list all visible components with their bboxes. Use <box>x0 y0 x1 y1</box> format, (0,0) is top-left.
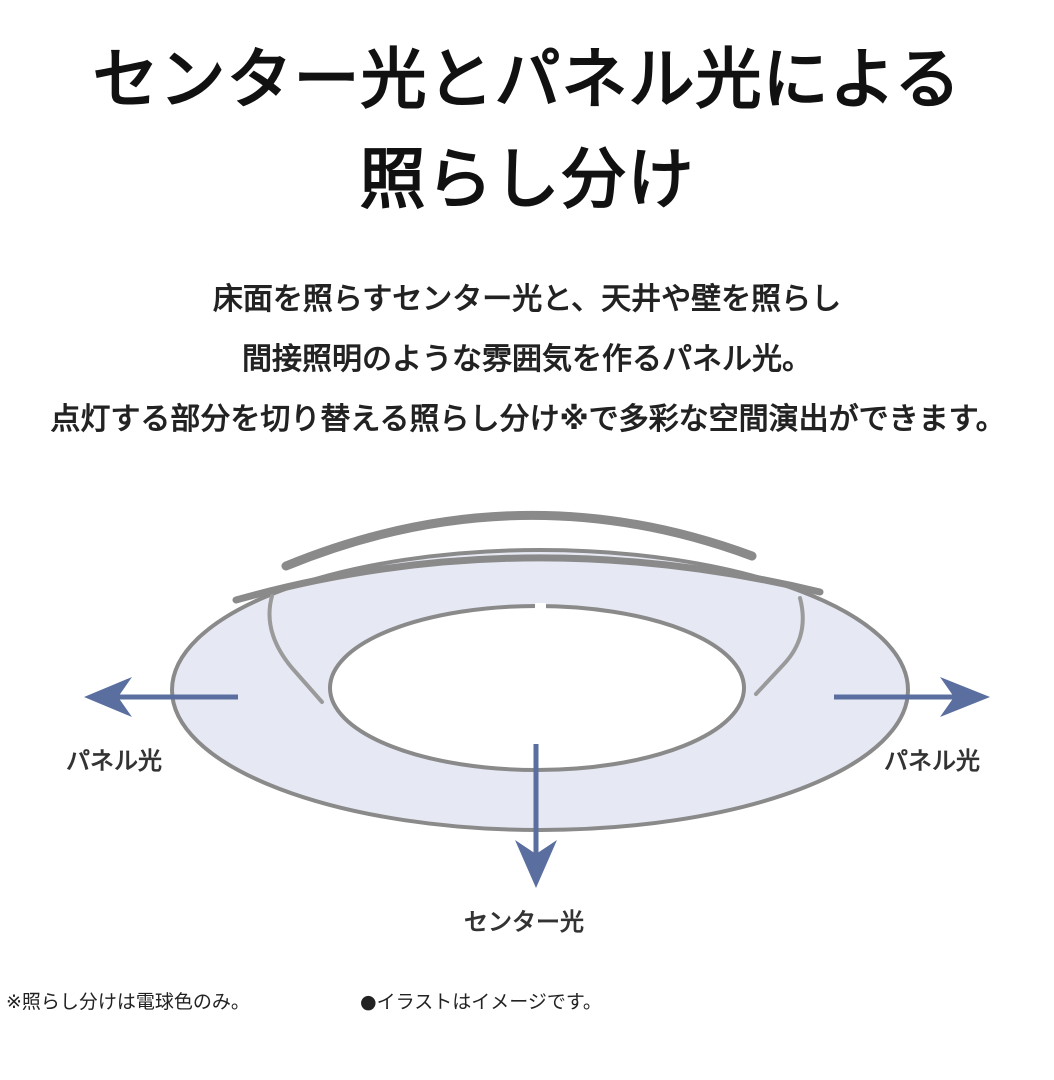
label-panel-light-left: パネル光 <box>66 747 162 775</box>
page-title-line-1: センター光とパネル光による <box>92 41 962 118</box>
inner-shade-right <box>754 596 805 696</box>
label-center-light: センター光 <box>464 908 584 936</box>
description-line-2: 間接照明のような雰囲気を作るパネル光。 <box>242 342 812 377</box>
arrow-down <box>515 744 557 888</box>
description-line-1: 床面を照らすセンター光と、天井や壁を照らし <box>212 282 842 317</box>
label-panel-light-right: パネル光 <box>884 747 980 775</box>
panel-rim-arc <box>232 554 824 604</box>
panel-ring <box>169 548 911 832</box>
arrow-left <box>84 677 238 717</box>
page-title-line-2: 照らし分け <box>359 141 695 218</box>
inner-shade-left <box>267 594 324 704</box>
footnote-illustration: ●イラストはイメージです。 <box>360 991 602 1013</box>
dome-arc <box>281 510 757 571</box>
description-line-3: 点灯する部分を切り替える照らし分け※で多彩な空間演出ができます。 <box>50 402 1006 437</box>
arrow-right <box>834 677 990 717</box>
footnote-color-mode: ※照らし分けは電球色のみ。 <box>6 991 250 1013</box>
